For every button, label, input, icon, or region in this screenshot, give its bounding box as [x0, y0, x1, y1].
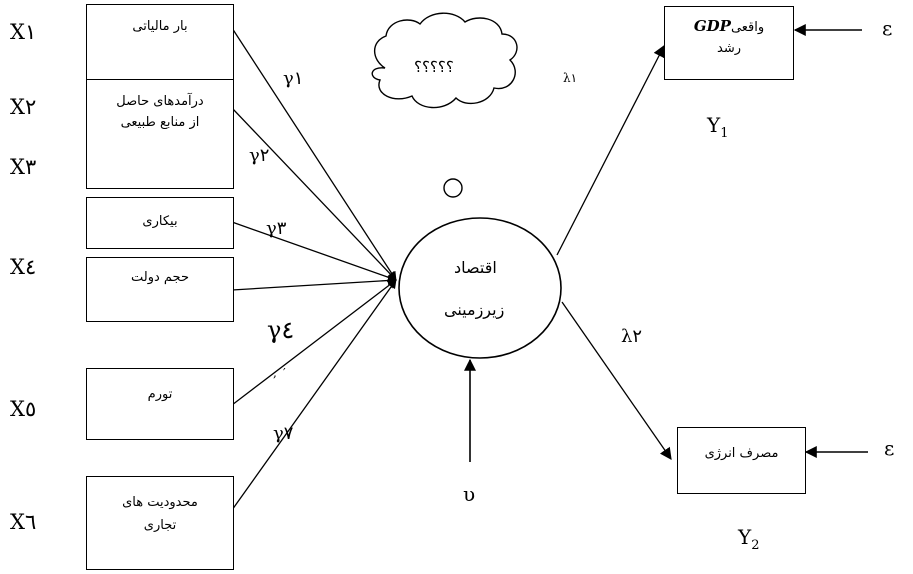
box-gdp-growth: واقعیGDP رشد	[664, 6, 794, 80]
cloud-shape	[371, 12, 518, 109]
box-trade-restrictions-line1: محدودیت های	[122, 495, 198, 510]
gdp-line1-em: GDP	[693, 17, 731, 35]
box-government-size: حجم دولت	[86, 257, 234, 322]
box-unemployment-label: بیکاری	[142, 214, 178, 229]
path-latent-y2	[561, 301, 672, 460]
latent-line2: زیرزمینی	[444, 300, 505, 319]
box-inflation-label: تورم	[147, 387, 173, 402]
y2-label: Y2	[738, 525, 759, 553]
x4-label: X٤	[10, 255, 37, 279]
lambda-2: λ٢	[621, 326, 643, 347]
box-tax-burden: بار مالیاتی	[86, 4, 234, 80]
path-trade-latent	[231, 279, 397, 511]
x6-label: X٦	[10, 510, 37, 534]
path-inflation-latent	[231, 279, 397, 406]
epsilon-y2: ε	[884, 436, 895, 460]
epsilon-y1: ε	[882, 16, 893, 40]
lambda-1: λ١	[563, 71, 578, 85]
box-natural-resources-line2: از منابع طبیعی	[120, 115, 200, 130]
path-govsize-latent	[231, 276, 397, 291]
error-term: υ	[463, 482, 476, 506]
small-circle	[443, 178, 463, 198]
x1-label: X١	[10, 20, 37, 44]
box-natural-resources: درآمدهای حاصل از منابع طبیعی	[86, 79, 234, 189]
gamma-7: γ٧	[273, 423, 294, 444]
cloud-text: ؟؟؟؟؟	[414, 58, 454, 76]
gdp-line1-text: واقعی	[730, 20, 765, 35]
box-trade-restrictions-line2: تجاری	[143, 518, 177, 533]
x2-label: X٢	[10, 95, 37, 119]
box-inflation: تورم	[86, 368, 234, 440]
latent-line1: اقتصاد	[454, 258, 497, 277]
y2-sub: 2	[751, 538, 760, 553]
y1-sub: 1	[720, 126, 729, 141]
y1-label: Y1	[707, 113, 728, 141]
path-x2-latent	[231, 107, 397, 281]
box-energy-consumption: مصرف انرژی	[677, 427, 806, 494]
path-unemployment-latent	[231, 221, 397, 282]
x3-label: X٣	[10, 155, 37, 179]
latent-ellipse	[398, 217, 562, 359]
energy-label: مصرف انرژی	[704, 446, 779, 461]
x5-label: X٥	[10, 397, 37, 421]
box-trade-restrictions: محدودیت های تجاری	[86, 476, 234, 570]
y2-letter: Y	[738, 525, 752, 549]
box-natural-resources-line1: درآمدهای حاصل	[116, 94, 204, 109]
box-unemployment: بیکاری	[86, 197, 234, 249]
stray-mark-2: ′	[283, 366, 286, 380]
gdp-line1: واقعیGDP	[665, 17, 793, 35]
path-x1-latent	[231, 27, 397, 281]
gamma-1: γ١	[283, 68, 304, 89]
gamma-3: γ٣	[266, 218, 287, 239]
stray-mark-1: ,	[273, 366, 277, 380]
gamma-2: γ٢	[249, 145, 270, 166]
box-government-size-label: حجم دولت	[130, 270, 189, 285]
box-tax-burden-label: بار مالیاتی	[132, 19, 188, 34]
path-latent-y1	[556, 44, 665, 256]
y1-letter: Y	[707, 113, 721, 137]
gamma-4: γ٤	[267, 316, 295, 344]
gdp-line2: رشد	[717, 41, 741, 56]
